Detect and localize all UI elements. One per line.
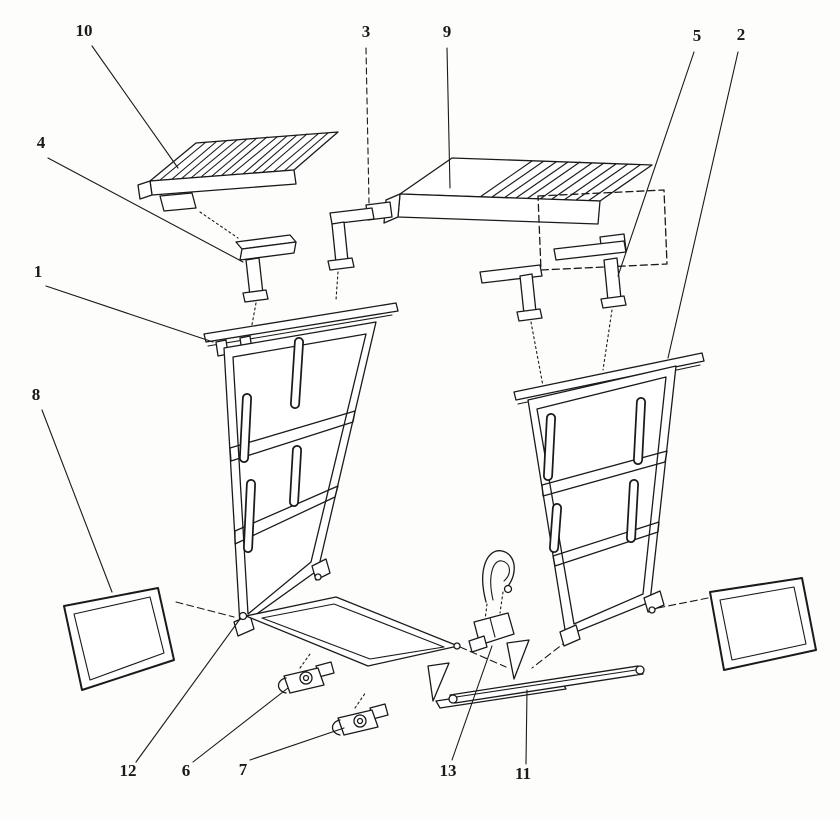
frame-slots: [239, 337, 304, 553]
callout-4: 4: [37, 133, 46, 152]
callout-1: 1: [34, 262, 43, 281]
part-1-side-frame-left: [203, 302, 399, 637]
callout-6: 6: [182, 761, 191, 780]
part-12-base-platform: [238, 596, 461, 667]
dashed-link-pad8-platform: [175, 601, 235, 618]
part-pad-frame-right: [709, 577, 817, 671]
dotted-link-bracket4-frame1: [250, 302, 257, 331]
part-mount-bracket-inner: [479, 264, 543, 322]
frame-rung: [541, 450, 668, 497]
part-5-mount-bracket: [553, 233, 627, 309]
part-4-mount-bracket: [235, 234, 297, 303]
leader-line-2: [667, 51, 739, 359]
part-3-mount-bracket: [327, 201, 393, 271]
frame-rung: [552, 521, 660, 567]
leader-line-9: [446, 47, 451, 189]
part-6-latch-fitting: [277, 661, 335, 694]
construction-lines: [175, 211, 709, 709]
part-10-step-tread-left: [137, 131, 339, 212]
callout-3: 3: [362, 22, 371, 41]
callout-10: 10: [76, 21, 93, 40]
leader-line-7: [249, 727, 345, 761]
leader-lines: [41, 45, 739, 765]
drawing-root: 10 4 1 8 3 9 5 2 12 6 7 13 11: [32, 21, 817, 783]
part-7-latch-fitting: [331, 703, 389, 736]
dotted-link-hook13-clamp-b: [499, 591, 504, 614]
leader-line-5: [617, 51, 695, 277]
part-8-pad-frame-left: [63, 587, 175, 691]
callout-12: 12: [120, 761, 137, 780]
frame-rung: [229, 410, 356, 462]
dotted-link-fitting7-platform: [354, 691, 367, 709]
leader-line-11: [525, 689, 528, 765]
callout-9: 9: [443, 22, 452, 41]
dashed-link-platform-bar11: [459, 646, 507, 668]
part-13-hook-clamp: [468, 550, 515, 653]
leader-line-4: [47, 157, 244, 263]
callout-7: 7: [239, 760, 248, 779]
dotted-link-bracketinner-frame2: [530, 321, 544, 387]
frame-slots: [543, 397, 646, 553]
callout-2: 2: [737, 25, 746, 44]
leader-line-3: [365, 47, 370, 204]
dashed-link-padright-frame2: [657, 597, 709, 609]
leader-line-13: [451, 645, 493, 761]
leader-line-6: [192, 687, 289, 763]
frame-rung: [234, 485, 339, 545]
tread-ribs: [159, 132, 329, 181]
dashed-link-frame2-bar11: [531, 639, 569, 669]
callout-8: 8: [32, 385, 41, 404]
leader-line-12: [135, 618, 241, 763]
leader-line-8: [41, 409, 113, 593]
callout-labels: 10 4 1 8 3 9 5 2 12 6 7 13 11: [32, 21, 746, 783]
hidden-edge-box: [537, 189, 668, 271]
callout-11: 11: [515, 764, 531, 783]
callout-13: 13: [440, 761, 457, 780]
dotted-link-bracket5-frame2: [602, 309, 613, 371]
leader-line-10: [91, 45, 179, 169]
part-11-cross-bars: [427, 639, 645, 709]
dotted-link-bracket3-frame1: [335, 271, 339, 301]
part-9-step-tread-right: [383, 157, 668, 271]
callout-5: 5: [693, 26, 702, 45]
part-2-side-frame-right: [513, 352, 705, 647]
leader-line-1: [45, 285, 214, 343]
tread-ribs: [479, 160, 641, 202]
